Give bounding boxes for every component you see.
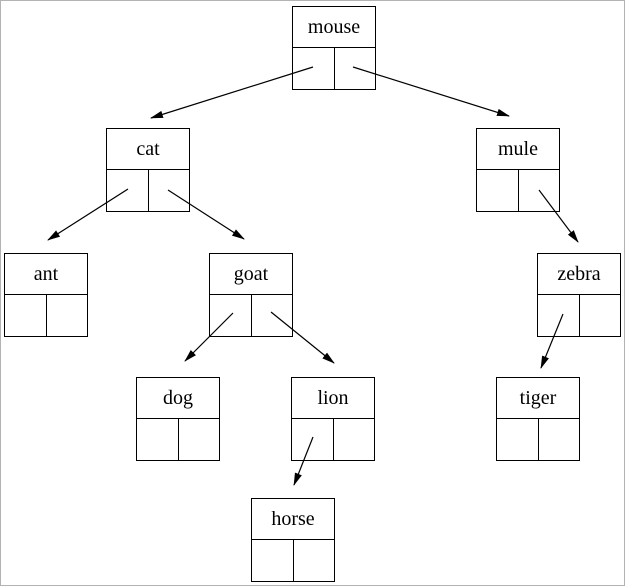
tree-node-mule: mule [476, 128, 560, 212]
left-pointer-cell [252, 540, 293, 581]
left-pointer-cell [5, 295, 46, 336]
left-pointer-cell [107, 170, 148, 211]
right-pointer-cell [334, 48, 375, 89]
tree-node-lion: lion [291, 377, 375, 461]
right-pointer-cell [293, 540, 334, 581]
right-pointer-cell [538, 419, 579, 460]
tree-node-zebra: zebra [537, 253, 621, 337]
node-label: zebra [538, 254, 620, 295]
tree-node-cat: cat [106, 128, 190, 212]
left-pointer-cell [137, 419, 178, 460]
right-pointer-cell [148, 170, 189, 211]
right-pointer-cell [518, 170, 559, 211]
node-label: ant [5, 254, 87, 295]
left-pointer-cell [538, 295, 579, 336]
left-pointer-cell [497, 419, 538, 460]
right-pointer-cell [178, 419, 219, 460]
right-pointer-cell [46, 295, 87, 336]
left-pointer-cell [292, 419, 333, 460]
tree-node-horse: horse [251, 498, 335, 582]
node-label: goat [210, 254, 292, 295]
node-label: mule [477, 129, 559, 170]
tree-node-ant: ant [4, 253, 88, 337]
node-label: mouse [293, 7, 375, 48]
right-pointer-cell [579, 295, 620, 336]
node-label: horse [252, 499, 334, 540]
edge-mouse-cat [150, 66, 314, 119]
tree-node-mouse: mouse [292, 6, 376, 90]
right-pointer-cell [333, 419, 374, 460]
right-pointer-cell [251, 295, 292, 336]
node-label: dog [137, 378, 219, 419]
node-label: tiger [497, 378, 579, 419]
tree-node-dog: dog [136, 377, 220, 461]
left-pointer-cell [477, 170, 518, 211]
tree-node-tiger: tiger [496, 377, 580, 461]
tree-node-goat: goat [209, 253, 293, 337]
node-label: lion [292, 378, 374, 419]
node-label: cat [107, 129, 189, 170]
edge-mouse-mule [352, 66, 510, 117]
left-pointer-cell [293, 48, 334, 89]
left-pointer-cell [210, 295, 251, 336]
